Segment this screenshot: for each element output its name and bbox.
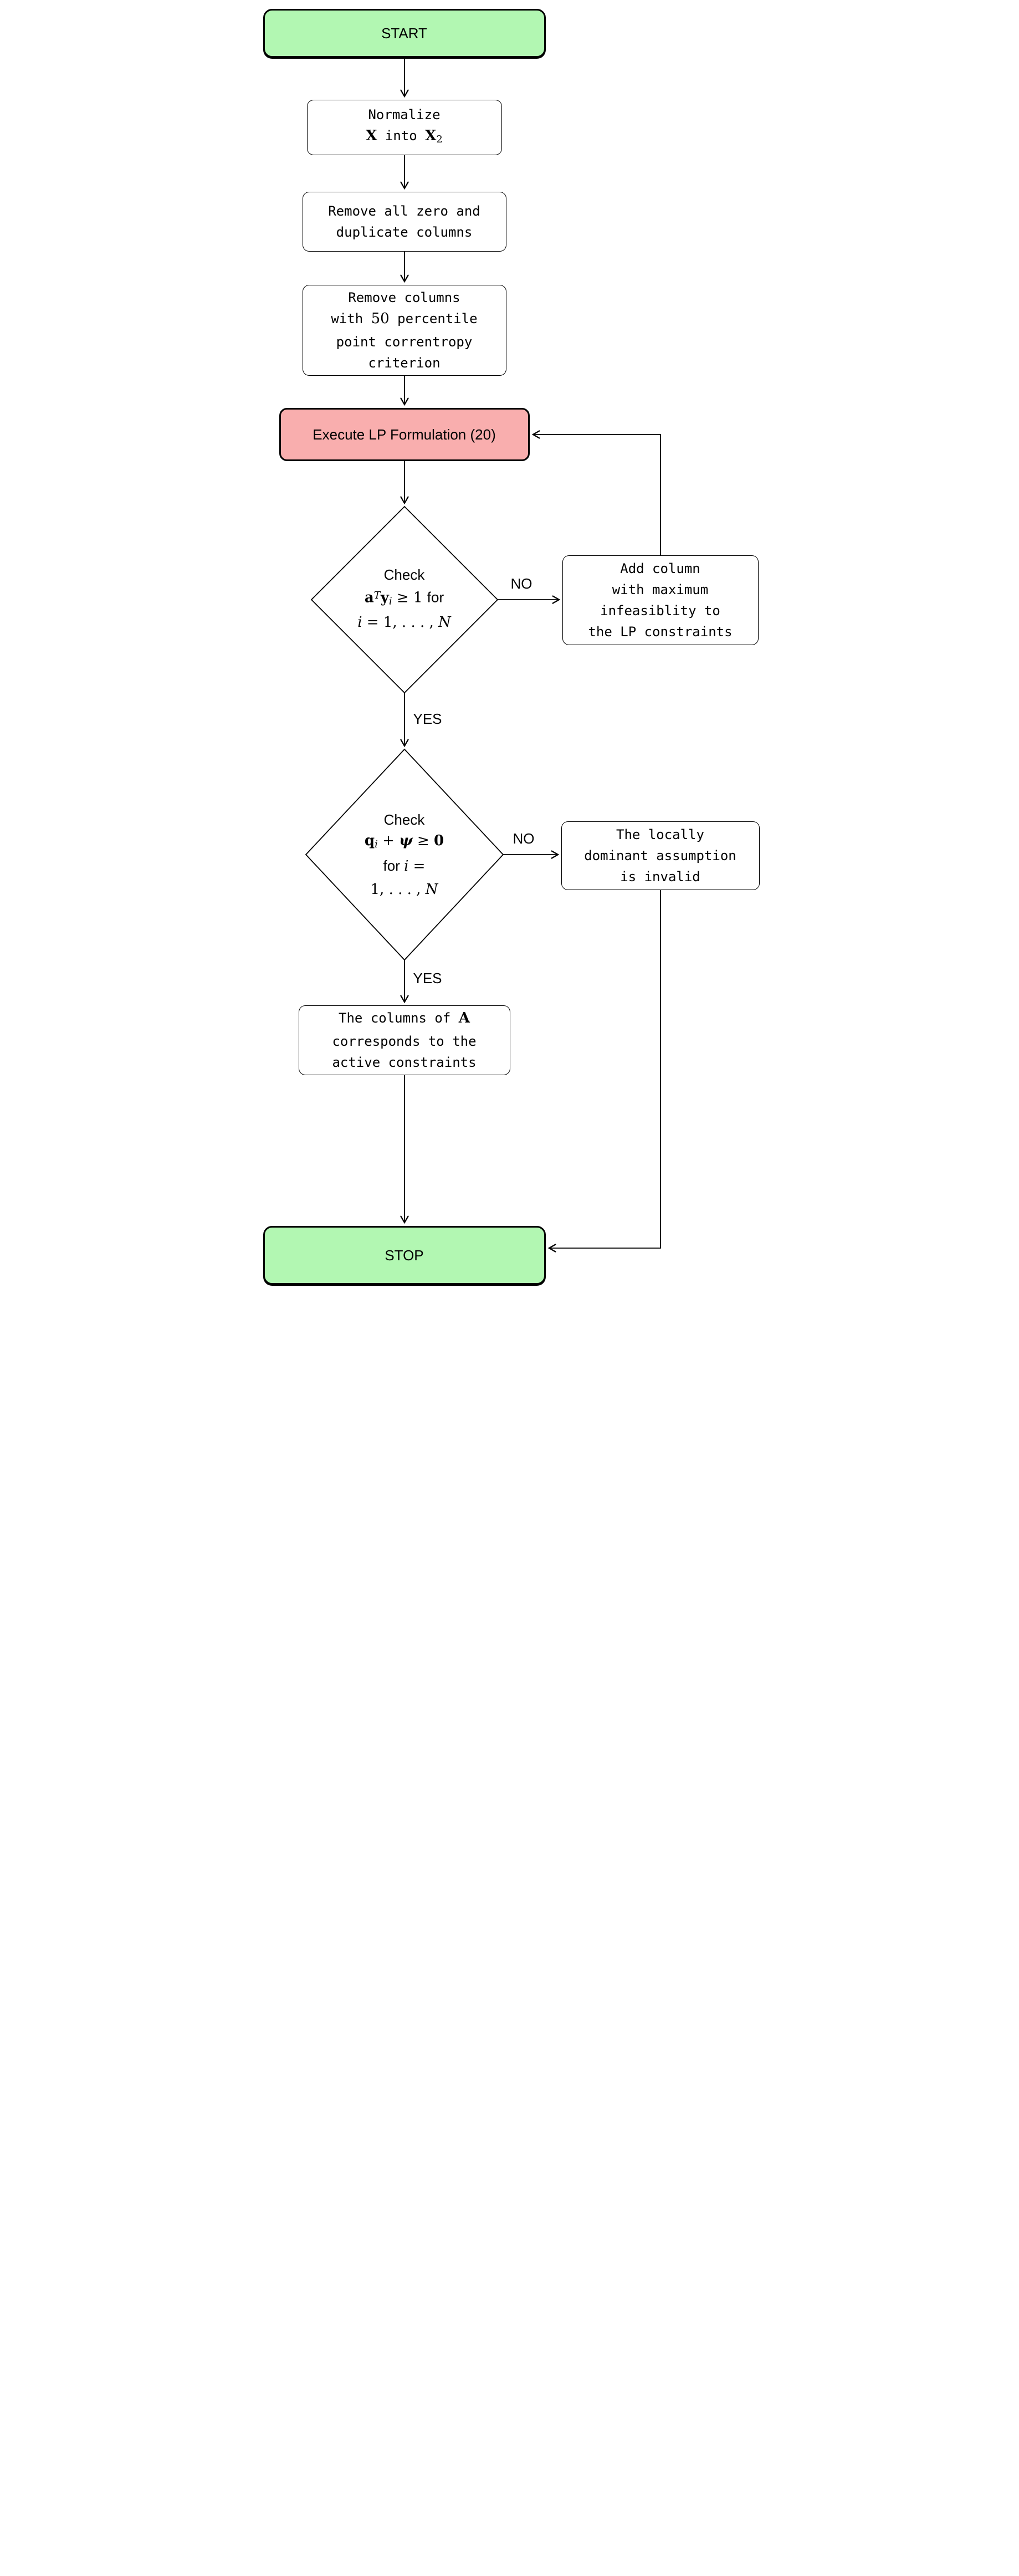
no2-label: NO — [513, 830, 535, 847]
math-geq: ≥ — [412, 832, 434, 849]
remove-zero-line2: duplicate columns — [336, 224, 473, 240]
percentile-node: Remove columns with 50 percentile point … — [302, 285, 506, 376]
invalid-line3: is invalid — [620, 869, 700, 885]
math-geq-1: ≥ 1 — [392, 589, 427, 606]
math-i: i — [357, 614, 362, 631]
math-psi: ψ — [399, 832, 413, 849]
invalid-line1: The locally — [616, 827, 704, 842]
math-X2-sub: 2 — [436, 134, 443, 146]
percentile-with: with — [331, 311, 371, 326]
invalid-assumption-node: The locally dominant assumption is inval… — [561, 821, 760, 890]
percentile-line4: criterion — [368, 355, 441, 371]
add-column-line2: with maximum — [612, 582, 709, 597]
math-a: a — [364, 589, 374, 606]
percentile-word: percentile — [389, 311, 478, 326]
add-column-line4: the LP constraints — [588, 624, 733, 640]
math-X1: X — [366, 127, 377, 145]
add-column-line3: infeasiblity to — [600, 603, 720, 619]
decision-diamond-check1 — [310, 505, 498, 694]
check2-for: for — [383, 857, 404, 875]
math-i2: i — [404, 858, 409, 875]
columns-a-node: The columns of A corresponds to the acti… — [298, 1005, 510, 1075]
check2-node: Check qi + ψ ≥ 0 for i = 1, . . . , N — [321, 811, 488, 900]
no1-label: NO — [510, 575, 532, 592]
check2-line1: Check — [383, 811, 425, 828]
math-transpose: T — [373, 589, 381, 601]
normalize-line2: X into X2 — [366, 125, 443, 150]
columns-a-line3: active constraints — [332, 1055, 477, 1070]
check2-line4: 1, . . . , N — [371, 879, 438, 902]
edge-invalid-to-stop — [547, 890, 661, 1253]
math-q: q — [364, 832, 375, 849]
check1-line2: aTyi ≥ 1 for — [365, 585, 444, 612]
percentile-line1: Remove columns — [348, 290, 460, 305]
remove-zero-node: Remove all zero and duplicate columns — [302, 192, 506, 252]
invalid-line2: dominant assumption — [584, 848, 736, 863]
math-equals: = — [408, 858, 426, 875]
decision-diamond-check2 — [305, 748, 504, 961]
math-A: A — [458, 1010, 470, 1026]
normalize-node: Normalize X into X2 — [306, 100, 502, 155]
yes2-label: YES — [413, 970, 442, 987]
math-plus: + — [377, 832, 400, 849]
check1-for: for — [427, 589, 444, 606]
add-column-node: Add column with maximum infeasiblity to … — [562, 555, 759, 645]
normalize-into: into — [377, 128, 426, 144]
math-y: y — [380, 589, 389, 606]
start-node: START — [263, 9, 546, 58]
check1-line3: i = 1, . . . , N — [357, 612, 451, 635]
math-N: N — [438, 614, 451, 631]
connector-layer — [305, 58, 661, 1253]
columns-a-line2: corresponds to the — [332, 1034, 477, 1049]
check1-line1: Check — [383, 566, 425, 583]
percentile-line2: with 50 percentile — [331, 308, 477, 331]
math-sub-i: i — [388, 595, 392, 607]
yes1-label: YES — [413, 711, 442, 727]
columns-a-text: The columns of — [339, 1010, 459, 1026]
math-X2: X — [425, 127, 437, 145]
start-label: START — [381, 25, 427, 42]
math-zero-vector: 0 — [434, 832, 444, 849]
edge-addcolumn-loop-to-executelp — [531, 430, 661, 555]
execute-lp-node: Execute LP Formulation (20) — [279, 408, 530, 461]
math-range: = 1, . . . , — [362, 614, 439, 631]
columns-a-line1: The columns of A — [339, 1008, 470, 1031]
execute-lp-label: Execute LP Formulation (20) — [313, 426, 496, 443]
add-column-line1: Add column — [620, 561, 700, 576]
normalize-line1: Normalize — [368, 107, 441, 123]
check2-line2: qi + ψ ≥ 0 — [365, 830, 444, 855]
percentile-line3: point correntropy — [336, 334, 473, 350]
check1-node: Check aTyi ≥ 1 for i = 1, . . . , N — [321, 564, 488, 635]
stop-node: STOP — [263, 1226, 546, 1285]
math-N2: N — [425, 881, 438, 898]
math-range2: 1, . . . , — [370, 881, 426, 898]
percentile-50: 50 — [371, 310, 390, 327]
check2-line3: for i = — [383, 855, 426, 879]
remove-zero-line1: Remove all zero and — [328, 203, 480, 219]
stop-label: STOP — [385, 1247, 424, 1264]
flowchart-canvas: START Normalize X into X2 Remove all zer… — [254, 0, 765, 1288]
math-q-sub-i: i — [375, 839, 378, 851]
